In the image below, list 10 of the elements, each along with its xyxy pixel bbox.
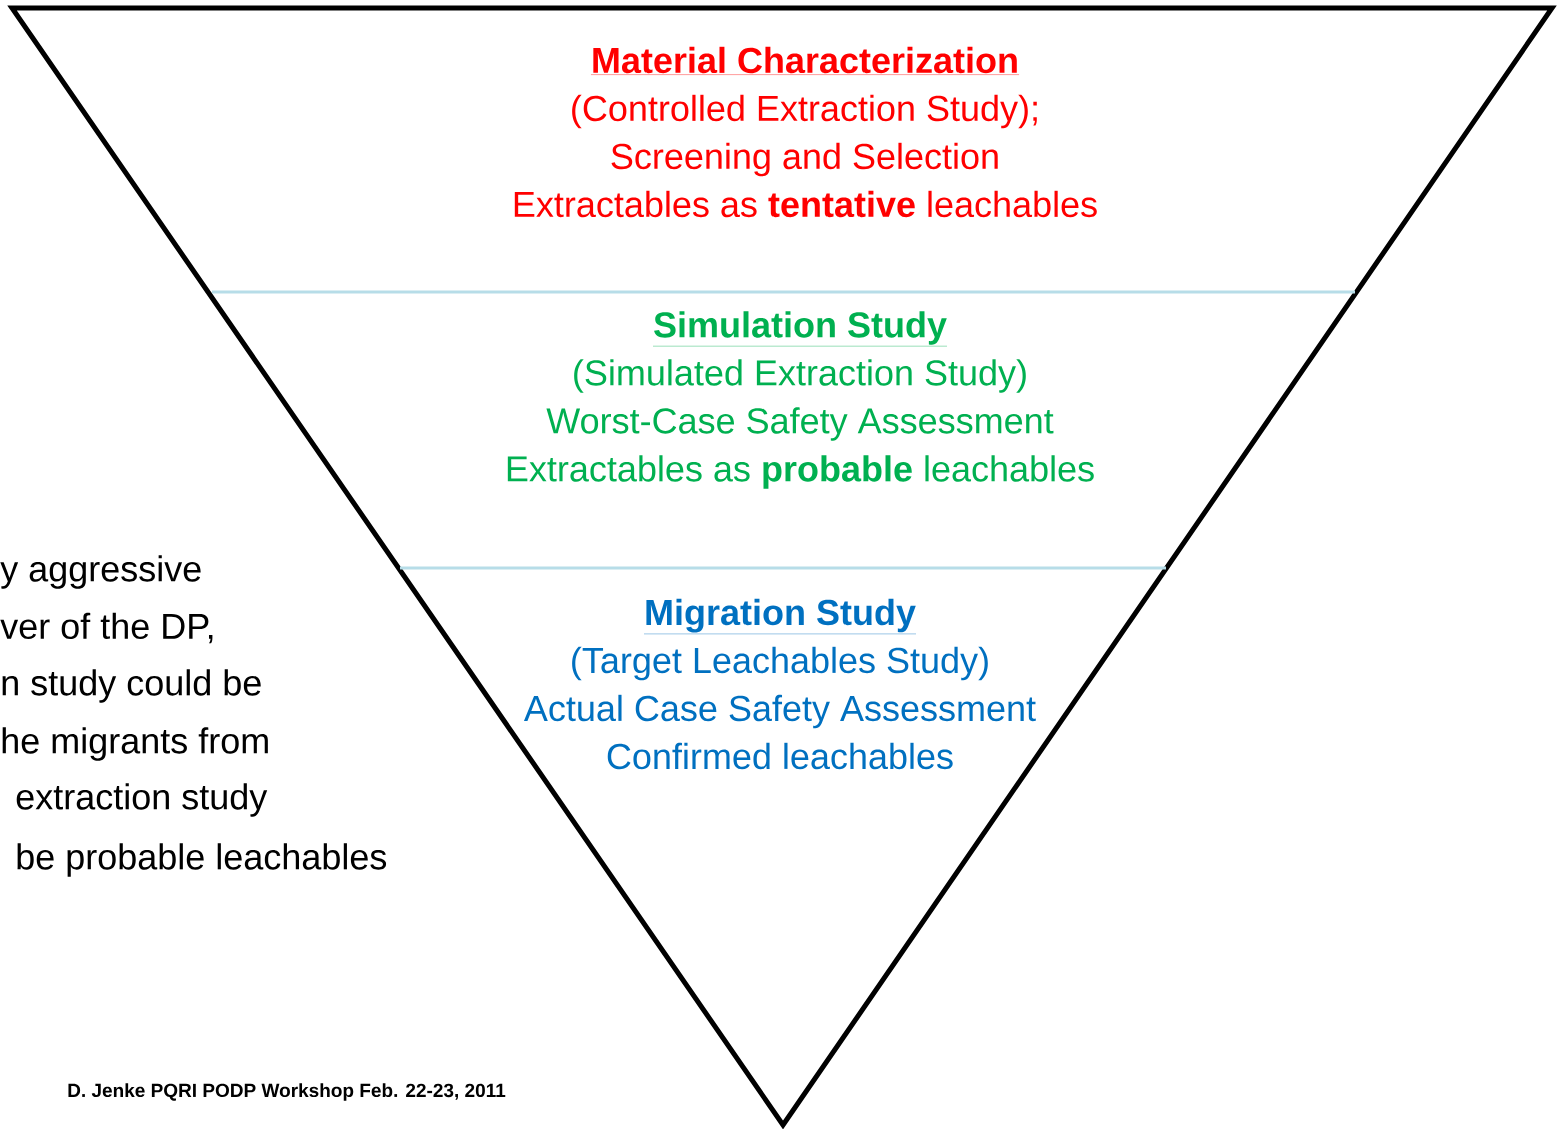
funnel-band: Simulation Study (Simulated Extraction Study) Worst-Case Safety Assessment Extractables as probable leachables — [507, 311, 1094, 489]
funnel-band: Migration Study (Target Leachables Study) Actual Case Safety Assessment Confirmed leachables — [523, 598, 1036, 770]
footer-text: D. Jenke PQRI PODP Workshop Feb. 22-23, 2011 — [68, 1083, 506, 1101]
side-note: y aggressive — [0, 555, 201, 589]
side-note: extraction study — [16, 783, 268, 817]
funnel-band: Material Characterization (Controlled Extraction Study); Screening and Selection Extractables as tentative leachables — [514, 46, 1097, 218]
side-note: be probable leachables — [17, 843, 387, 877]
side-note: he migrants from — [2, 727, 268, 761]
side-note: n study could be — [2, 669, 261, 703]
side-note: ver of the DP, — [0, 612, 213, 644]
